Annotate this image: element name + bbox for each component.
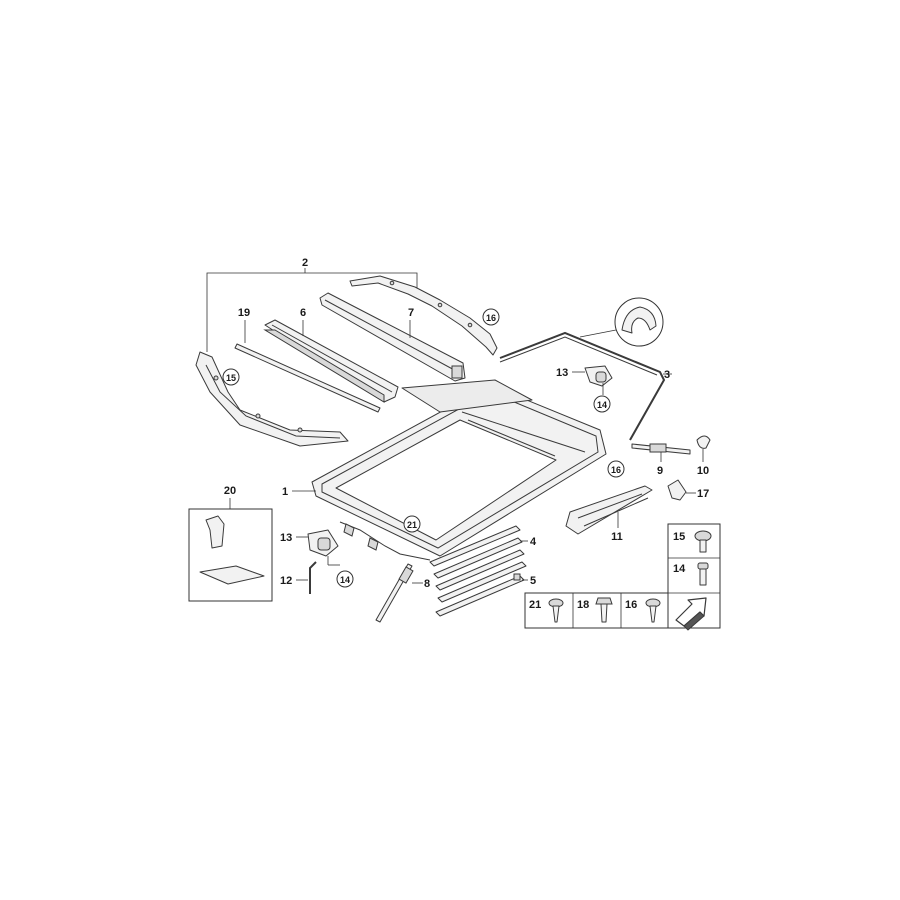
callout-21-circle-group: 21 xyxy=(403,515,421,533)
callout-20[interactable]: 20 xyxy=(224,485,236,497)
part-drive-cable-9[interactable] xyxy=(631,443,691,455)
part-slide-11[interactable] xyxy=(565,485,653,535)
fastener-table-bottom: 21 18 16 xyxy=(524,592,669,629)
fastener-table-right: 15 14 xyxy=(667,523,721,631)
callout-9[interactable]: 9 xyxy=(657,465,663,477)
callout-1[interactable]: 1 xyxy=(282,486,288,498)
fastener-label-18[interactable]: 18 xyxy=(577,599,589,611)
callout-16-circled-lower[interactable]: 16 xyxy=(611,465,621,475)
callout-10[interactable]: 10 xyxy=(697,465,709,477)
bolt-14-icon xyxy=(697,562,709,586)
part-cap-10[interactable] xyxy=(696,435,711,449)
callout-13-lower[interactable]: 13 xyxy=(280,532,292,544)
screw-18-icon xyxy=(595,597,613,623)
part-shade-slats-4[interactable] xyxy=(429,525,527,603)
callout-4[interactable]: 4 xyxy=(530,536,537,548)
part-side-frame-left[interactable] xyxy=(195,351,349,447)
fastener-label-16[interactable]: 16 xyxy=(625,599,637,611)
part-wind-deflector-6[interactable] xyxy=(263,319,399,403)
callout-5[interactable]: 5 xyxy=(530,575,536,587)
callout-17[interactable]: 17 xyxy=(697,488,709,500)
screw-21-icon xyxy=(548,598,564,623)
group-bracket-2: 2 xyxy=(206,257,418,352)
callout-16-circle-group: 16 xyxy=(482,308,500,326)
part-clip-17[interactable] xyxy=(667,479,687,501)
callout-21-circled[interactable]: 21 xyxy=(407,520,417,530)
callout-6[interactable]: 6 xyxy=(300,307,306,319)
screw-16-icon xyxy=(645,598,661,623)
callout-14-circled-lower[interactable]: 14 xyxy=(340,575,350,585)
callout-2[interactable]: 2 xyxy=(302,257,308,269)
callout-14-circle-group-lower: 14 xyxy=(336,570,354,588)
arrow-direction-icon xyxy=(675,597,707,631)
part-sunroof-frame-1[interactable] xyxy=(311,379,607,561)
fastener-label-21[interactable]: 21 xyxy=(529,599,541,611)
part-cable-guide-8[interactable] xyxy=(375,563,414,623)
callout-16-circled[interactable]: 16 xyxy=(486,313,496,323)
fastener-label-15[interactable]: 15 xyxy=(673,531,685,543)
part-seal-strip-19[interactable] xyxy=(234,343,381,413)
part-front-trim-7[interactable] xyxy=(319,292,466,382)
screw-15-icon xyxy=(694,530,712,553)
callout-7[interactable]: 7 xyxy=(408,307,414,319)
callout-16-circle-group-lower: 16 xyxy=(607,460,625,478)
callout-15-circled[interactable]: 15 xyxy=(226,373,236,383)
callout-11[interactable]: 11 xyxy=(611,531,623,543)
callout-15-circle-group: 15 xyxy=(222,368,240,386)
callout-14-circle-group-upper: 14 xyxy=(593,395,611,413)
callout-19[interactable]: 19 xyxy=(238,307,250,319)
callout-13-upper[interactable]: 13 xyxy=(556,367,568,379)
callout-8[interactable]: 8 xyxy=(424,578,430,590)
part-drive-motor-lower[interactable] xyxy=(307,529,340,566)
part-drive-motor-upper[interactable] xyxy=(584,365,613,395)
callout-12[interactable]: 12 xyxy=(280,575,292,587)
part-seal-3[interactable] xyxy=(499,297,666,441)
part-side-frame-right[interactable] xyxy=(349,275,498,356)
callout-3[interactable]: 3 xyxy=(664,369,670,381)
fastener-label-14[interactable]: 14 xyxy=(673,563,686,575)
part-crank-12[interactable] xyxy=(309,561,317,594)
callout-14-circled-upper[interactable]: 14 xyxy=(597,400,607,410)
part-repair-kit-20[interactable] xyxy=(188,508,273,602)
